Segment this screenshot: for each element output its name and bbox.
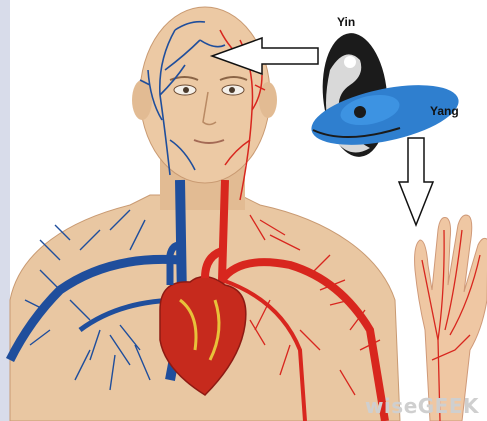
watermark: wiseGEEK [365,394,479,418]
yang-label: Yang [430,104,459,118]
arrow-down-icon [399,138,433,225]
hand [415,215,487,421]
yin-yang-icon [306,30,464,159]
left-ear [132,80,152,120]
yin-label: Yin [337,15,355,29]
